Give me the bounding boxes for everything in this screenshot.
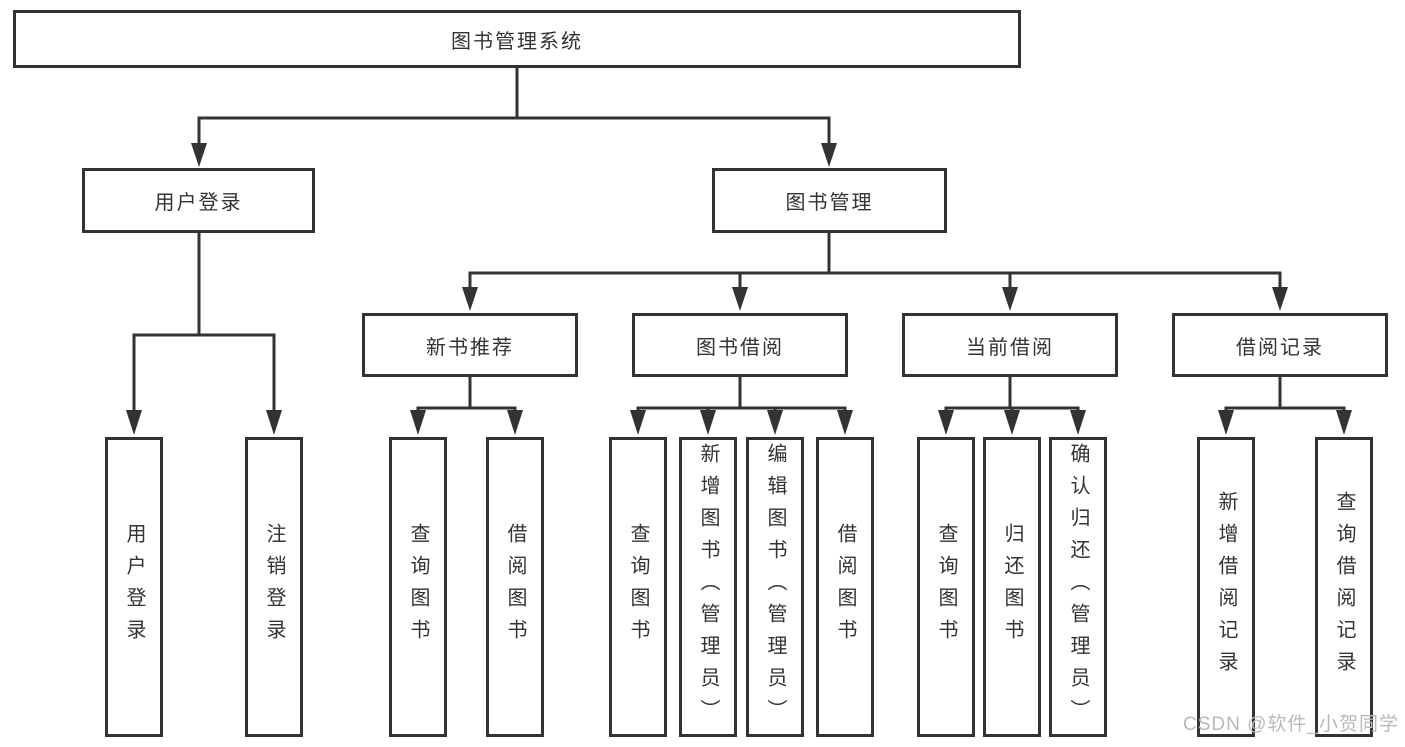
node-book-borrowing: 图书借阅 <box>632 313 848 377</box>
node-user-login-label: 用户登录 <box>154 192 243 214</box>
node-new-book-recommend-label: 新书推荐 <box>426 336 514 359</box>
leaf-logout-label: 注销登录 <box>263 523 285 651</box>
leaf-add-borrow-record-label: 新增借阅记录 <box>1215 491 1237 683</box>
leaf-query-books-current-label: 查询图书 <box>935 523 957 651</box>
leaf-add-books-admin: 新增图书（管理员） <box>679 437 737 737</box>
node-new-book-recommend: 新书推荐 <box>362 313 578 377</box>
leaf-logout: 注销登录 <box>245 437 303 737</box>
leaf-return-books-label: 归还图书 <box>1001 523 1023 651</box>
node-library-system: 图书管理系统 <box>13 10 1021 68</box>
leaf-borrow-books-recommend: 借阅图书 <box>486 437 544 737</box>
leaf-borrow-books-recommend-label: 借阅图书 <box>504 523 526 651</box>
leaf-query-books-recommend-label: 查询图书 <box>407 523 429 651</box>
leaf-query-books-current: 查询图书 <box>917 437 975 737</box>
leaf-confirm-return-admin: 确认归还（管理员） <box>1049 437 1107 737</box>
leaf-query-books-borrowing: 查询图书 <box>609 437 667 737</box>
node-current-borrowing-label: 当前借阅 <box>966 336 1054 359</box>
node-borrowing-records: 借阅记录 <box>1172 313 1388 377</box>
leaf-add-books-admin-label: 新增图书（管理员） <box>697 443 719 731</box>
node-library-system-label: 图书管理系统 <box>451 30 583 53</box>
leaf-borrow-books-borrowing-label: 借阅图书 <box>834 523 856 651</box>
node-current-borrowing: 当前借阅 <box>902 313 1118 377</box>
node-book-borrowing-label: 图书借阅 <box>696 336 784 359</box>
watermark: CSDN @软件_小贺同学 <box>1183 714 1399 735</box>
leaf-return-books: 归还图书 <box>983 437 1041 737</box>
leaf-query-books-recommend: 查询图书 <box>389 437 447 737</box>
node-book-management: 图书管理 <box>712 168 947 233</box>
leaf-query-borrow-record-label: 查询借阅记录 <box>1333 491 1355 683</box>
node-user-login: 用户登录 <box>82 168 315 233</box>
leaf-user-login: 用户登录 <box>105 437 163 737</box>
leaf-user-login-label: 用户登录 <box>123 523 145 651</box>
leaf-edit-books-admin: 编辑图书（管理员） <box>746 437 804 737</box>
node-book-management-label: 图书管理 <box>785 192 874 214</box>
leaf-query-borrow-record: 查询借阅记录 <box>1315 437 1373 737</box>
node-borrowing-records-label: 借阅记录 <box>1236 336 1324 359</box>
leaf-edit-books-admin-label: 编辑图书（管理员） <box>764 443 786 731</box>
leaf-query-books-borrowing-label: 查询图书 <box>627 523 649 651</box>
leaf-confirm-return-admin-label: 确认归还（管理员） <box>1067 443 1089 731</box>
leaf-add-borrow-record: 新增借阅记录 <box>1197 437 1255 737</box>
leaf-borrow-books-borrowing: 借阅图书 <box>816 437 874 737</box>
